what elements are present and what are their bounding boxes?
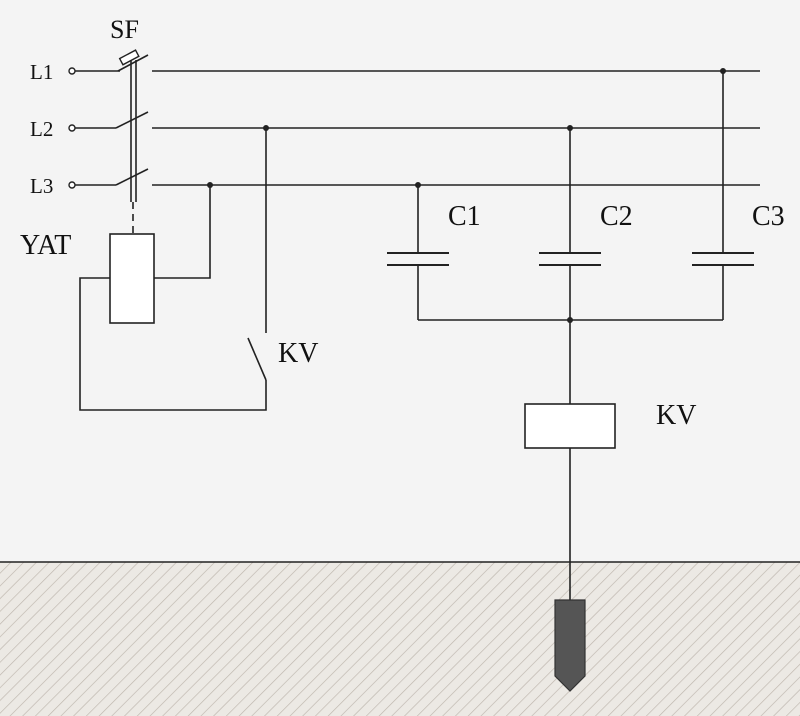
label-c3: C3 [752,201,785,232]
breaker-blade-l1 [117,54,149,72]
ground-electrode [554,599,586,692]
label-c2: C2 [600,201,633,232]
label-relay-contact: KV [278,338,318,369]
breaker-blade-l2 [115,111,149,129]
label-l2: L2 [30,117,53,141]
label-breaker: SF [110,15,139,44]
terminal-l3 [68,181,76,189]
terminal-l2 [68,124,76,132]
label-c1: C1 [448,201,481,232]
trip-coil-feed [154,185,211,279]
label-relay-coil: KV [656,400,696,431]
label-l1: L1 [30,60,53,84]
label-l3: L3 [30,174,53,198]
breaker-blade-l3 [115,168,149,186]
trip-coil-return [79,277,267,411]
relay-coil-kv [524,403,616,449]
kv-contact-blade [247,337,267,381]
terminal-l1 [68,67,76,75]
ground-area [0,562,800,716]
trip-coil-yat [109,233,155,324]
label-trip-coil: YAT [20,230,71,261]
